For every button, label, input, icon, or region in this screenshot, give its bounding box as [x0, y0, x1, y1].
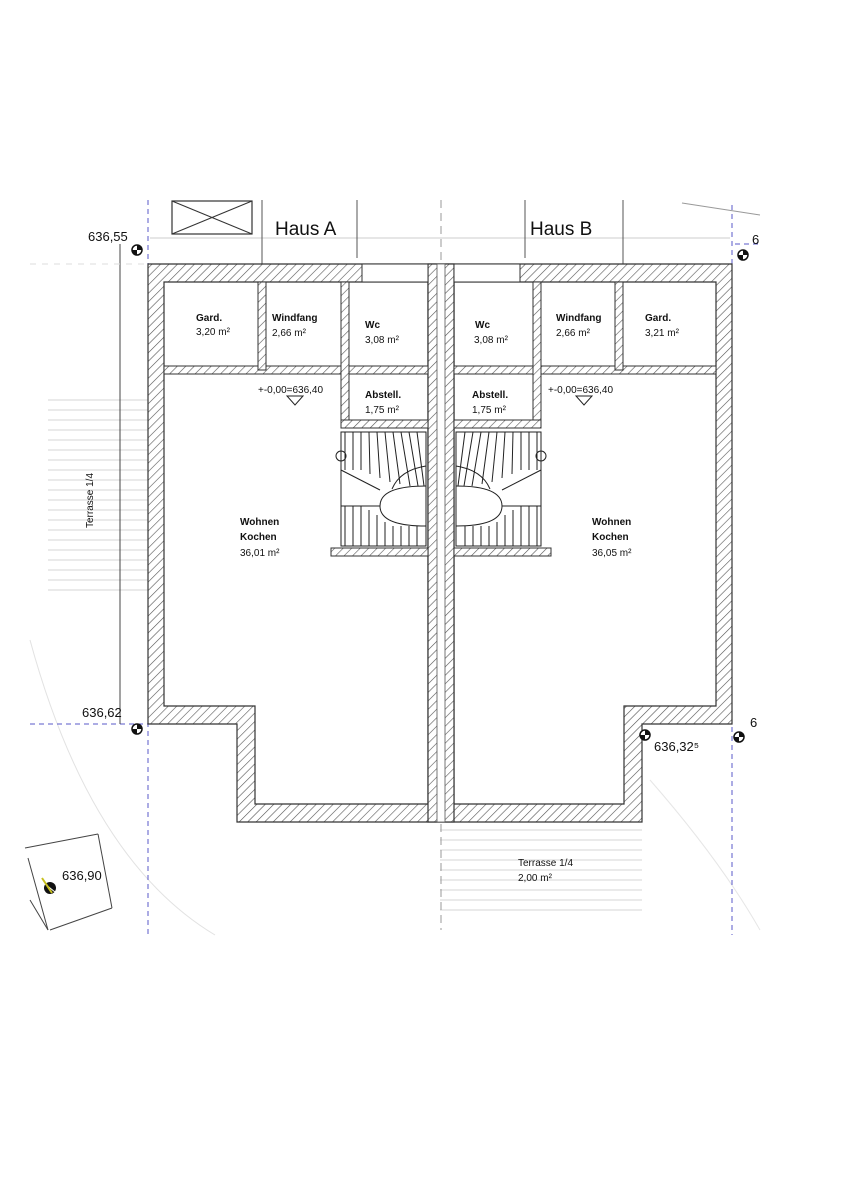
- terrace-bottom-label: Terrasse 1/4: [518, 858, 573, 869]
- notch-a: [361, 263, 429, 283]
- elevation-corner: 636,90: [62, 868, 102, 883]
- room-a-gard-name: Gard.: [196, 313, 222, 324]
- survey-marker-bottom-left: [131, 723, 143, 735]
- notch-b: [453, 263, 521, 283]
- entrance-box-left: [171, 200, 253, 235]
- terrace-bottom-area: 2,00 m²: [518, 873, 553, 884]
- room-b-gard-name: Gard.: [645, 313, 671, 324]
- corner-accent: [41, 877, 53, 894]
- house-b-title: Haus B: [530, 219, 592, 240]
- room-a-gard-area: 3,20 m²: [196, 327, 231, 338]
- survey-marker-bottom-right: [639, 729, 651, 741]
- elevation-bottom-right: 636,32⁵: [654, 739, 699, 754]
- room-b-gard-area: 3,21 m²: [645, 328, 680, 339]
- room-b-wohnen-name: Wohnen: [592, 517, 631, 528]
- room-a-windfang-name: Windfang: [272, 313, 317, 324]
- survey-marker-right: [733, 731, 745, 743]
- room-a-kochen-name: Kochen: [240, 532, 277, 543]
- room-a-abstell-area: 1,75 m²: [365, 405, 400, 416]
- room-a-wc-area: 3,08 m²: [365, 335, 400, 346]
- elevation-right-partial: 6: [750, 715, 757, 730]
- staircase-b: [455, 431, 547, 547]
- interior-walls-b: [453, 281, 717, 557]
- level-label-a: +-0,00=636,40: [258, 385, 323, 396]
- room-a-windfang-area: 2,66 m²: [272, 328, 307, 339]
- elevation-top-right-partial: 6: [752, 232, 759, 247]
- room-b-windfang-area: 2,66 m²: [556, 328, 591, 339]
- party-wall-gap: [436, 263, 446, 823]
- site-arc: [29, 639, 216, 936]
- room-a-wohnen-name: Wohnen: [240, 517, 279, 528]
- room-b-wc-name: Wc: [475, 320, 490, 331]
- room-b-wohnen-area: 36,05 m²: [592, 548, 632, 559]
- level-marker-b: [574, 395, 594, 406]
- room-a-wc-name: Wc: [365, 320, 380, 331]
- room-a-abstell-name: Abstell.: [365, 390, 401, 401]
- survey-marker-top-right: [737, 249, 749, 261]
- elevation-bottom-left: 636,62: [82, 705, 122, 720]
- survey-marker-corner: [39, 879, 61, 897]
- room-b-wc-area: 3,08 m²: [474, 335, 509, 346]
- interior-walls-a: [163, 281, 429, 557]
- corner-building-outline: [24, 833, 113, 931]
- room-b-abstell-area: 1,75 m²: [472, 405, 507, 416]
- room-b-kochen-name: Kochen: [592, 532, 629, 543]
- terrace-bottom-hatching: [440, 829, 642, 911]
- site-arc-right: [649, 779, 761, 931]
- roof-line: [681, 202, 761, 216]
- level-marker-a: [285, 395, 305, 406]
- entrance-cross-2: [171, 200, 253, 235]
- terrace-left-hatching: [48, 399, 148, 591]
- survey-marker-top-left: [131, 244, 143, 256]
- terrace-left-label: Terrasse 1/4: [85, 473, 96, 528]
- house-a-title: Haus A: [275, 219, 337, 240]
- staircase-a: [335, 431, 427, 547]
- level-label-b: +-0,00=636,40: [548, 385, 613, 396]
- room-a-wohnen-area: 36,01 m²: [240, 548, 280, 559]
- elevation-top-left: 636,55: [88, 229, 128, 244]
- room-b-windfang-name: Windfang: [556, 313, 601, 324]
- room-b-abstell-name: Abstell.: [472, 390, 508, 401]
- axis-lines: [30, 200, 760, 935]
